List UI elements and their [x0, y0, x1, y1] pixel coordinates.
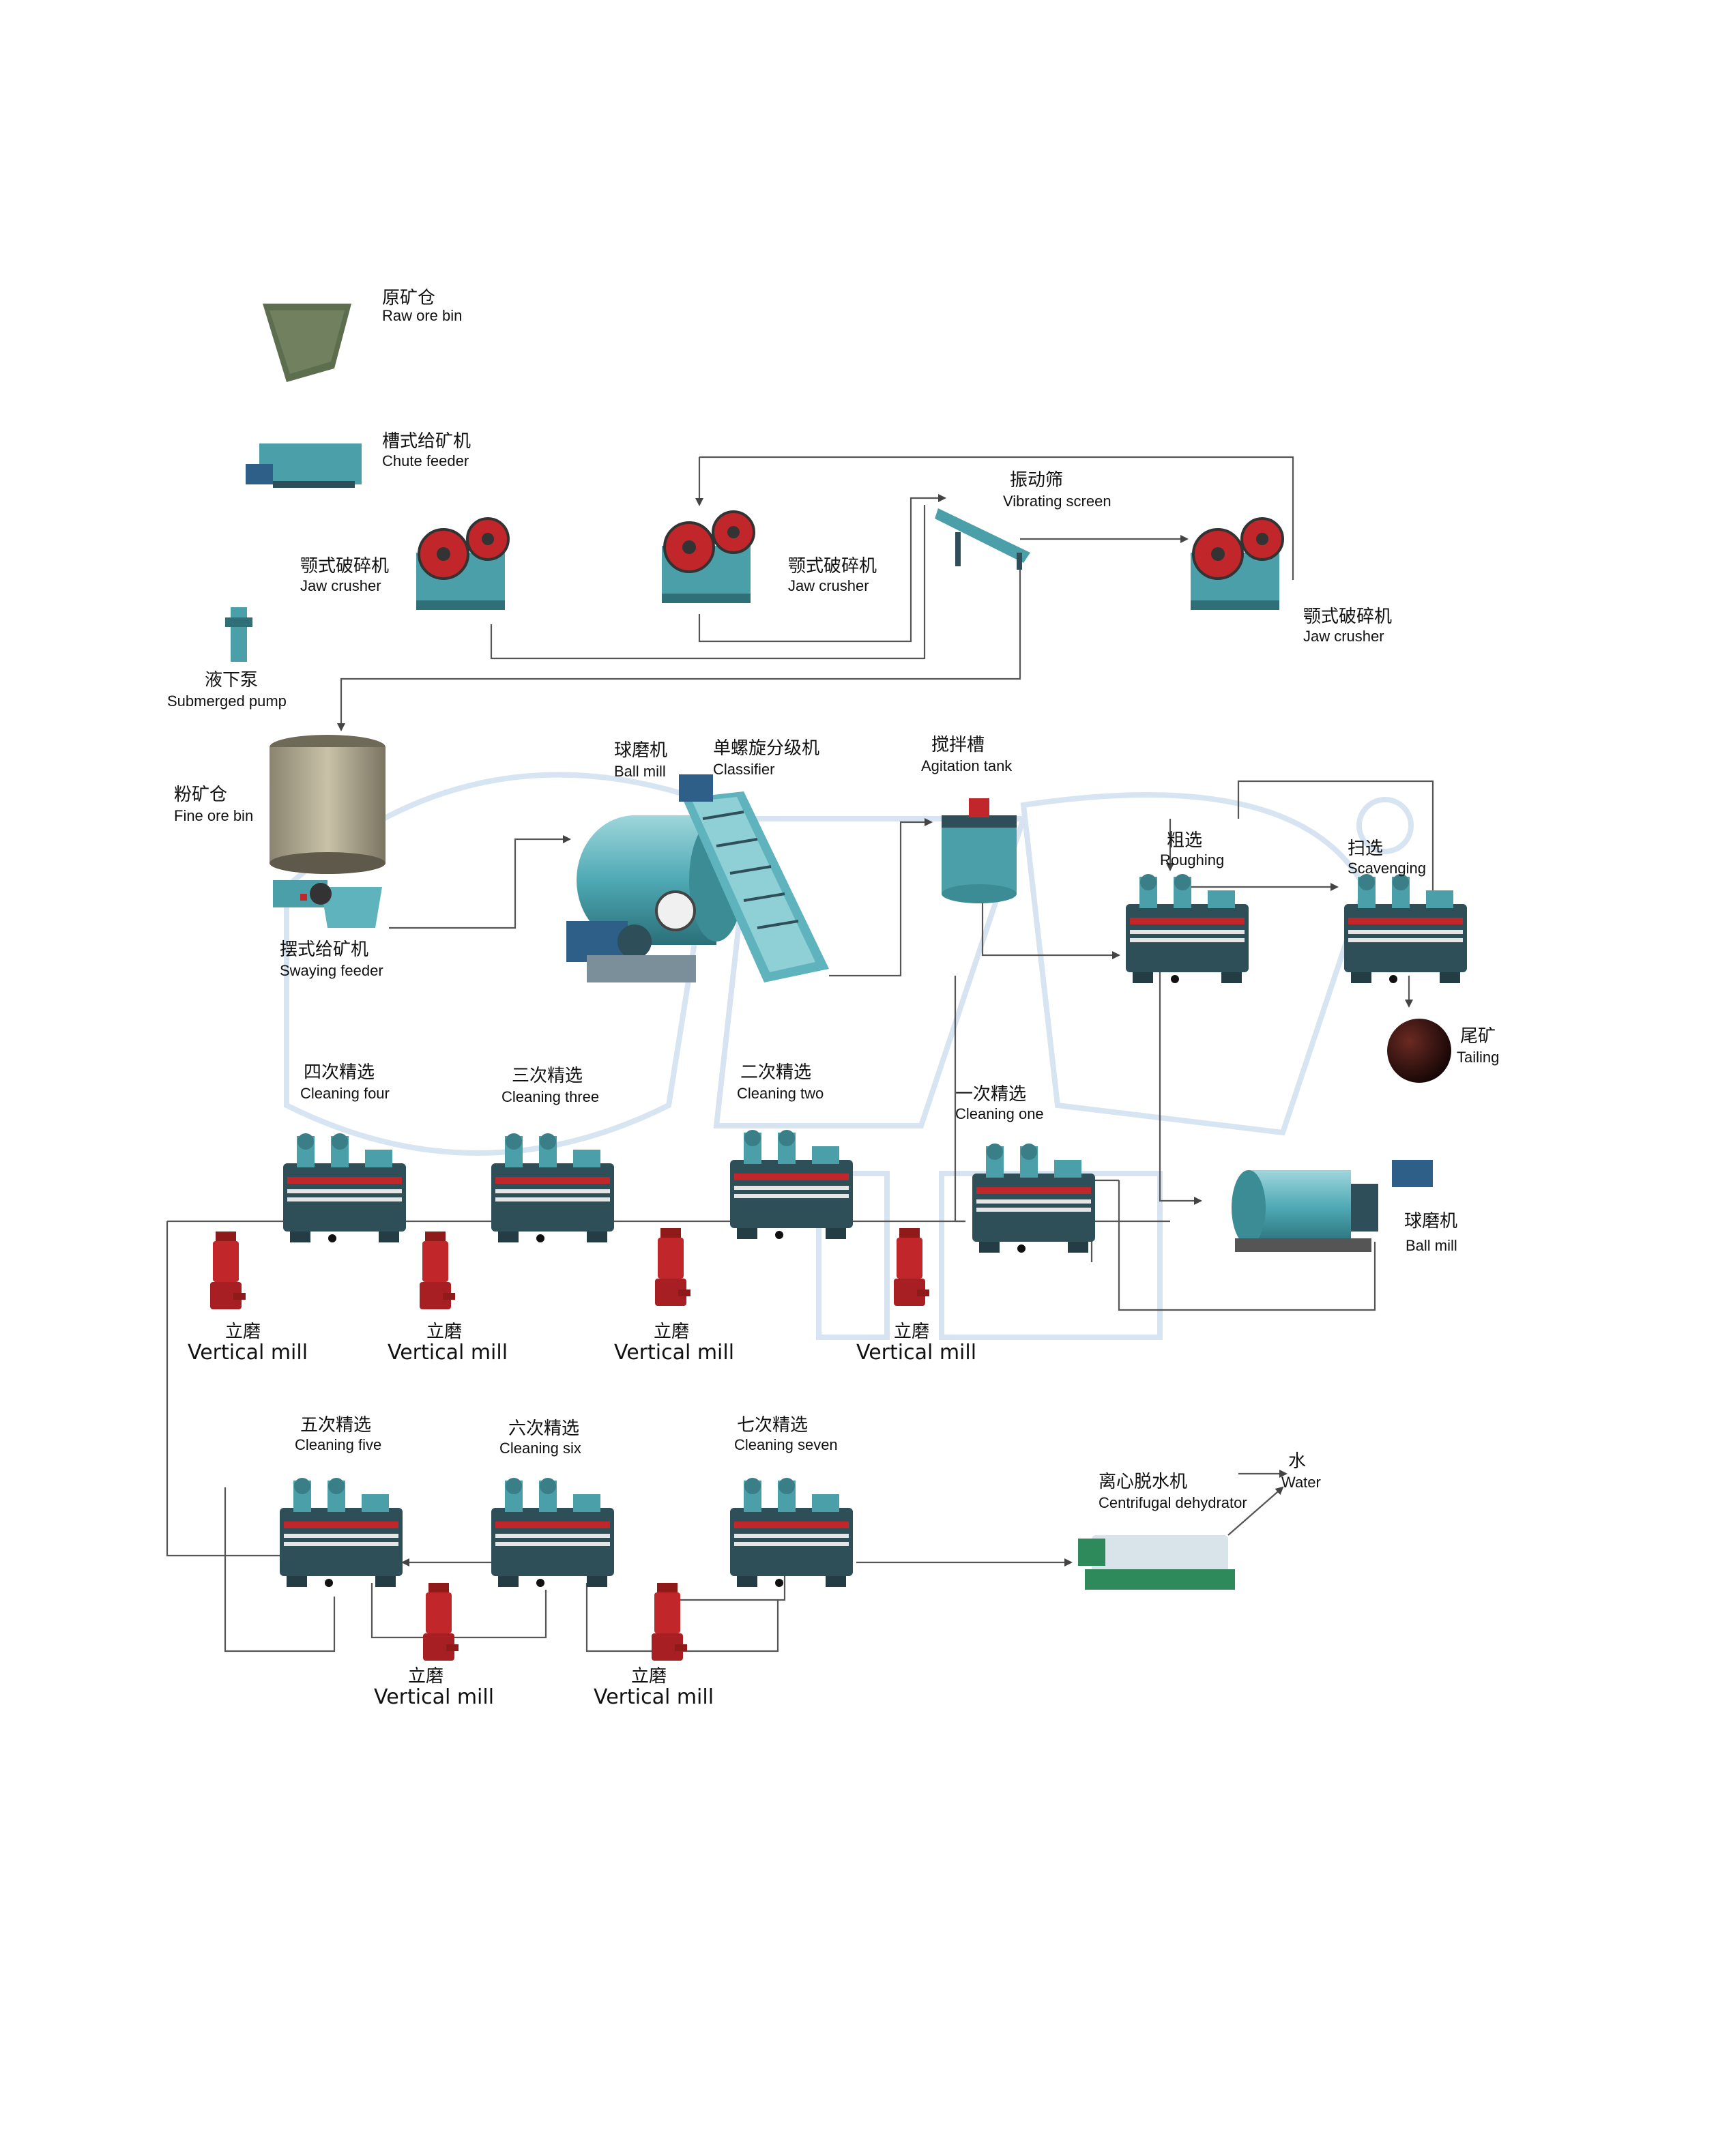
- jaw-crusher-2-zh: 颚式破碎机: [788, 556, 877, 577]
- scavenging-zh: 扫选: [1348, 839, 1383, 859]
- vertical-mill-6-zh: 立磨: [631, 1666, 667, 1687]
- vibrating-screen-shape: [935, 508, 1030, 570]
- tailing-ball-shape: [1387, 1019, 1451, 1083]
- vertical-mill-2-zh: 立磨: [426, 1322, 462, 1342]
- watermark-logo: [287, 775, 1411, 1337]
- centrifugal-dehydrator-shape: [1078, 1535, 1235, 1590]
- ball-mill-2-zh: 球磨机: [1404, 1211, 1457, 1232]
- cleaning-one-cell-shape: [972, 1143, 1095, 1253]
- vibrating-screen-zh: 振动筛: [1010, 470, 1063, 491]
- ball-mill-2-en: Ball mill: [1406, 1237, 1457, 1254]
- cleaning-seven-zh: 七次精选: [737, 1415, 808, 1436]
- jaw-crusher-1-shape: [416, 519, 508, 610]
- raw-ore-bin-shape: [263, 304, 351, 382]
- cleaning-three-en: Cleaning three: [501, 1088, 599, 1105]
- vertical-mill-5-shape: [423, 1583, 459, 1661]
- vertical-mill-3-shape: [655, 1228, 690, 1306]
- classifier-en: Classifier: [713, 761, 774, 778]
- agitation-tank-shape: [942, 798, 1017, 903]
- vertical-mill-6-shape: [652, 1583, 687, 1661]
- vertical-mill-5-zh: 立磨: [408, 1666, 443, 1687]
- cleaning-one-zh: 一次精选: [955, 1084, 1026, 1105]
- cleaning-five-zh: 五次精选: [300, 1415, 371, 1436]
- agitation-tank-en: Agitation tank: [921, 757, 1013, 774]
- chute-feeder-zh: 槽式给矿机: [382, 431, 471, 452]
- cleaning-three-cell-shape: [491, 1133, 614, 1242]
- cleaning-two-en: Cleaning two: [737, 1085, 824, 1102]
- roughing-en: Roughing: [1160, 851, 1224, 869]
- vertical-mill-3-en: Vertical mill: [614, 1341, 734, 1365]
- cleaning-four-zh: 四次精选: [304, 1062, 375, 1083]
- jaw-crusher-2-en: Jaw crusher: [788, 577, 869, 594]
- raw-ore-bin-en: Raw ore bin: [382, 307, 462, 324]
- water-en: Water: [1281, 1474, 1321, 1491]
- submerged-pump-zh: 液下泵: [205, 670, 258, 690]
- cleaning-four-cell-shape: [283, 1133, 406, 1242]
- ball-mill-2-shape: [1232, 1160, 1433, 1252]
- cleaning-six-zh: 六次精选: [508, 1418, 579, 1439]
- vertical-mill-4-en: Vertical mill: [856, 1341, 976, 1365]
- vertical-mill-4-shape: [894, 1228, 929, 1306]
- fine-ore-bin-en: Fine ore bin: [174, 807, 253, 824]
- cleaning-six-cell-shape: [491, 1478, 614, 1587]
- water-zh: 水: [1288, 1451, 1306, 1472]
- centrifugal-dehydrator-zh: 离心脱水机: [1099, 1472, 1187, 1492]
- jaw-crusher-3-zh: 颚式破碎机: [1303, 607, 1392, 627]
- cleaning-two-zh: 二次精选: [740, 1062, 811, 1083]
- cleaning-seven-cell-shape: [730, 1478, 853, 1587]
- tailing-en: Tailing: [1457, 1049, 1499, 1066]
- chute-feeder-shape: [246, 443, 362, 488]
- cleaning-five-cell-shape: [280, 1478, 403, 1587]
- fine-ore-bin-zh: 粉矿仓: [174, 785, 227, 805]
- vertical-mill-2-shape: [420, 1232, 455, 1309]
- jaw-crusher-3-shape: [1191, 519, 1283, 610]
- submerged-pump-en: Submerged pump: [167, 693, 287, 710]
- ball-mill-1-en: Ball mill: [614, 763, 666, 780]
- swaying-feeder-zh: 摆式给矿机: [280, 939, 368, 960]
- tailing-zh: 尾矿: [1460, 1026, 1496, 1047]
- vertical-mill-2-en: Vertical mill: [388, 1341, 508, 1365]
- roughing-cell-shape: [1126, 874, 1249, 983]
- submerged-pump-shape: [225, 607, 252, 662]
- vibrating-screen-en: Vibrating screen: [1003, 493, 1111, 510]
- classifier-zh: 单螺旋分级机: [713, 738, 819, 759]
- vertical-mill-3-zh: 立磨: [654, 1322, 689, 1342]
- cleaning-two-cell-shape: [730, 1130, 853, 1239]
- vertical-mill-1-en: Vertical mill: [188, 1341, 308, 1365]
- vertical-mill-5-en: Vertical mill: [374, 1685, 494, 1709]
- cleaning-three-zh: 三次精选: [512, 1066, 583, 1086]
- scavenging-en: Scavenging: [1348, 860, 1426, 877]
- cleaning-one-en: Cleaning one: [955, 1105, 1044, 1122]
- vertical-mill-1-shape: [210, 1232, 246, 1309]
- flow-lines: [167, 457, 1433, 1651]
- jaw-crusher-1-en: Jaw crusher: [300, 577, 381, 594]
- swaying-feeder-en: Swaying feeder: [280, 962, 383, 979]
- vertical-mill-6-en: Vertical mill: [594, 1685, 714, 1709]
- jaw-crusher-1-zh: 颚式破碎机: [300, 556, 389, 577]
- centrifugal-dehydrator-en: Centrifugal dehydrator: [1099, 1494, 1247, 1511]
- cleaning-six-en: Cleaning six: [499, 1440, 581, 1457]
- cleaning-seven-en: Cleaning seven: [734, 1436, 838, 1453]
- raw-ore-bin-zh: 原矿仓: [382, 288, 435, 308]
- vertical-mill-4-zh: 立磨: [894, 1322, 929, 1342]
- scavenging-cell-shape: [1344, 874, 1467, 983]
- chute-feeder-en: Chute feeder: [382, 452, 469, 469]
- cleaning-four-en: Cleaning four: [300, 1085, 390, 1102]
- jaw-crusher-3-en: Jaw crusher: [1303, 628, 1384, 645]
- vertical-mill-1-zh: 立磨: [225, 1322, 261, 1342]
- cleaning-five-en: Cleaning five: [295, 1436, 381, 1453]
- roughing-zh: 粗选: [1167, 830, 1202, 851]
- jaw-crusher-2-shape: [662, 512, 754, 603]
- agitation-tank-zh: 搅拌槽: [931, 735, 985, 755]
- ball-mill-1-zh: 球磨机: [614, 740, 667, 761]
- fine-ore-bin-shape: [270, 735, 386, 874]
